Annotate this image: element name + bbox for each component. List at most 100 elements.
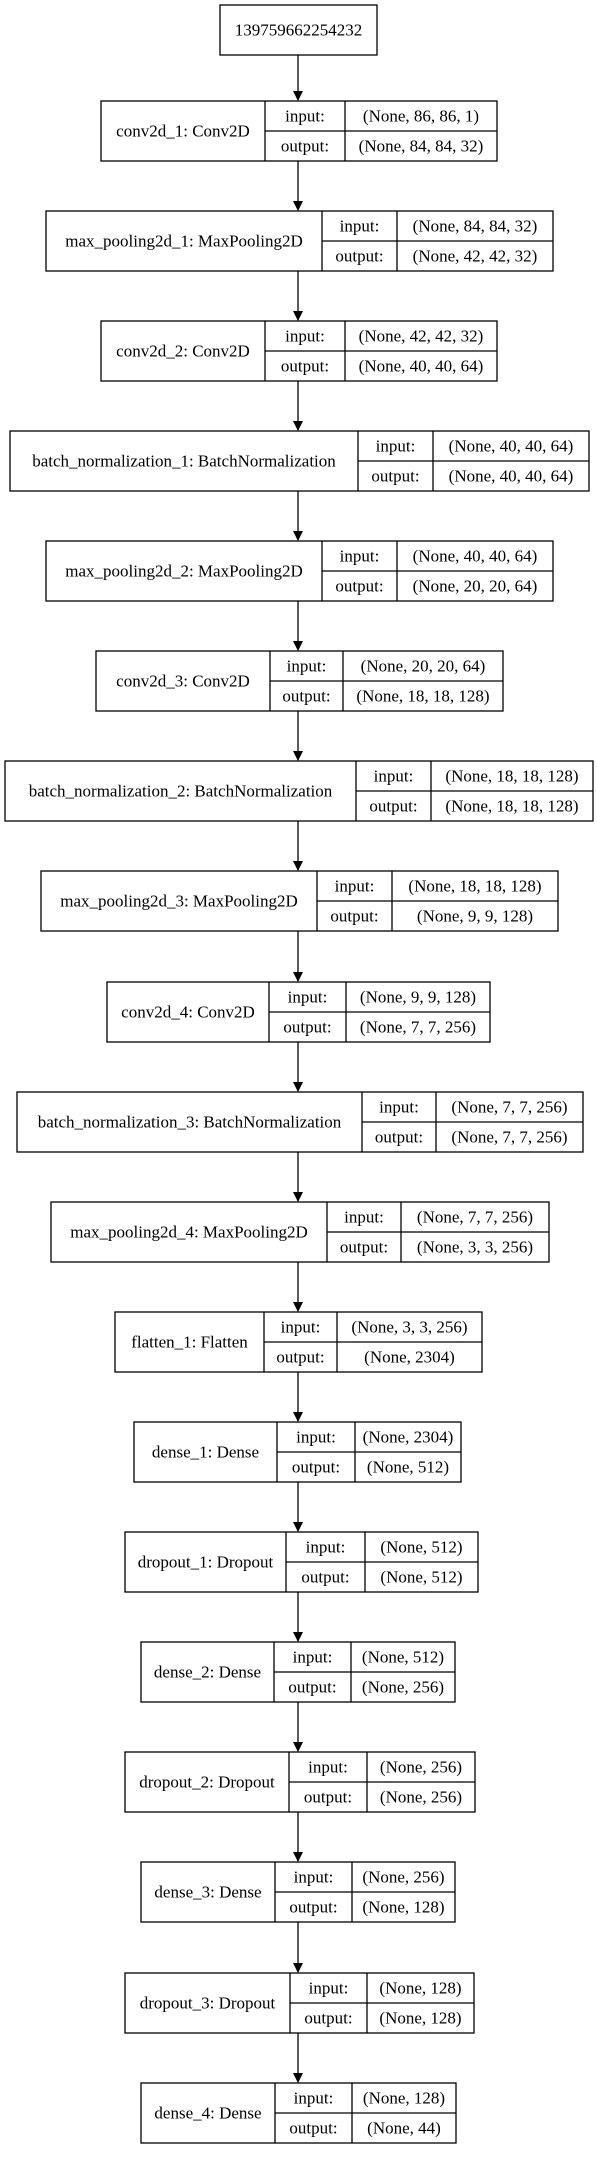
input-port-label: input: [308, 1758, 348, 1777]
layer-name: batch_normalization_1: BatchNormalizatio… [32, 452, 336, 471]
layer-name: dropout_2: Dropout [139, 1773, 275, 1792]
input-shape: (None, 2304) [363, 1428, 454, 1447]
output-port-label: output: [289, 1898, 337, 1917]
output-shape: (None, 512) [380, 1568, 462, 1587]
output-shape: (None, 3, 3, 256) [417, 1238, 533, 1257]
input-port-label: input: [379, 1098, 419, 1117]
output-port-label: output: [375, 1128, 423, 1147]
layers: conv2d_1: Conv2D input: output: (None, 86, … [4, 100, 594, 2144]
input-port-label: input: [281, 1318, 321, 1337]
input-shape: (None, 86, 86, 1) [363, 107, 479, 126]
output-shape: (None, 128) [362, 1898, 444, 1917]
input-port-label: input: [309, 1979, 349, 1998]
layer-node: batch_normalization_3: BatchNormalizatio… [16, 1091, 584, 1153]
input-shape: (None, 9, 9, 128) [360, 988, 476, 1007]
output-shape: (None, 7, 7, 256) [451, 1128, 567, 1147]
layer-node: max_pooling2d_2: MaxPooling2D input: outpu… [45, 540, 554, 602]
output-shape: (None, 2304) [364, 1348, 455, 1367]
output-shape: (None, 18, 18, 128) [356, 687, 489, 706]
output-port-label: output: [335, 577, 383, 596]
output-port-label: output: [304, 2009, 352, 2028]
output-port-label: output: [292, 1458, 340, 1477]
layer-name: max_pooling2d_1: MaxPooling2D [65, 232, 303, 251]
layer-name: conv2d_2: Conv2D [116, 342, 250, 361]
input-shape: (None, 84, 84, 32) [413, 217, 538, 236]
output-port-label: output: [283, 1018, 331, 1037]
output-port-label: output: [371, 467, 419, 486]
input-shape: (None, 256) [380, 1758, 462, 1777]
output-shape: (None, 42, 42, 32) [413, 247, 538, 266]
output-shape: (None, 128) [379, 2009, 461, 2028]
input-shape: (None, 42, 42, 32) [359, 327, 484, 346]
input-shape: (None, 3, 3, 256) [351, 1318, 467, 1337]
input-port-label: input: [293, 1648, 333, 1667]
layer-node: dense_1: Dense input: output: (None, 2304) (… [133, 1421, 462, 1483]
input-shape: (None, 256) [362, 1868, 444, 1887]
output-port-label: output: [281, 357, 329, 376]
output-shape: (None, 84, 84, 32) [359, 137, 484, 156]
output-shape: (None, 7, 7, 256) [360, 1018, 476, 1037]
input-port-label: input: [296, 1428, 336, 1447]
output-shape: (None, 18, 18, 128) [445, 797, 578, 816]
layer-node: dense_2: Dense input: output: (None, 512) (N… [140, 1641, 456, 1703]
output-port-label: output: [304, 1788, 352, 1807]
layer-node: dropout_2: Dropout input: output: (None, 25… [124, 1751, 476, 1813]
input-port-label: input: [344, 1208, 384, 1227]
layer-name: dense_2: Dense [154, 1663, 261, 1682]
layer-name: conv2d_3: Conv2D [116, 672, 250, 691]
input-port-label: input: [306, 1538, 346, 1557]
layer-node: batch_normalization_2: BatchNormalizatio… [4, 760, 594, 822]
input-node: 139759662254232 [219, 4, 378, 56]
output-port-label: output: [301, 1568, 349, 1587]
input-shape: (None, 7, 7, 256) [451, 1098, 567, 1117]
layer-name: dropout_3: Dropout [140, 1994, 276, 2013]
layer-node: max_pooling2d_4: MaxPooling2D input: outpu… [50, 1201, 550, 1263]
layer-name: max_pooling2d_4: MaxPooling2D [70, 1223, 308, 1242]
input-shape: (None, 40, 40, 64) [449, 437, 574, 456]
input-port-label: input: [340, 217, 380, 236]
output-port-label: output: [335, 247, 383, 266]
output-port-label: output: [282, 687, 330, 706]
output-shape: (None, 40, 40, 64) [449, 467, 574, 486]
layer-name: conv2d_4: Conv2D [121, 1003, 255, 1022]
layer-name: max_pooling2d_3: MaxPooling2D [60, 892, 298, 911]
output-port-label: output: [330, 907, 378, 926]
layer-name: max_pooling2d_2: MaxPooling2D [65, 562, 303, 581]
layer-name: dropout_1: Dropout [138, 1553, 274, 1572]
input-port-label: input: [340, 547, 380, 566]
input-shape: (None, 40, 40, 64) [413, 547, 538, 566]
layer-node: dropout_3: Dropout input: output: (None, 12… [124, 1972, 475, 2034]
input-shape: (None, 128) [379, 1979, 461, 1998]
output-port-label: output: [289, 2119, 337, 2138]
output-shape: (None, 256) [362, 1678, 444, 1697]
layer-node: max_pooling2d_3: MaxPooling2Dinput:outpu… [40, 870, 559, 932]
input-port-label: input: [376, 437, 416, 456]
output-shape: (None, 9, 9, 128) [417, 907, 533, 926]
output-shape: (None, 512) [367, 1458, 449, 1477]
layer-name: batch_normalization_2: BatchNormalizatio… [29, 782, 333, 801]
input-shape: (None, 128) [363, 2089, 445, 2108]
layer-name: conv2d_1: Conv2D [116, 122, 250, 141]
layer-name: dense_4: Dense [154, 2104, 261, 2123]
input-shape: (None, 512) [362, 1648, 444, 1667]
output-port-label: output: [276, 1348, 324, 1367]
layer-node: max_pooling2d_1: MaxPooling2D input: outpu… [45, 210, 554, 272]
input-shape: (None, 18, 18, 128) [408, 877, 541, 896]
output-port-label: output: [288, 1678, 336, 1697]
layer-name: dense_3: Dense [154, 1883, 261, 1902]
layer-name: dense_1: Dense [152, 1443, 259, 1462]
layer-node: dropout_1: Dropout input: output: (None, 51… [124, 1531, 479, 1593]
output-port-label: output: [340, 1238, 388, 1257]
input-shape: (None, 7, 7, 256) [417, 1208, 533, 1227]
layer-name: batch_normalization_3: BatchNormalizatio… [38, 1113, 342, 1132]
output-shape: (None, 44) [367, 2119, 441, 2138]
output-shape: (None, 256) [380, 1788, 462, 1807]
input-node-label: 139759662254232 [235, 21, 363, 40]
input-port-label: input: [287, 657, 327, 676]
